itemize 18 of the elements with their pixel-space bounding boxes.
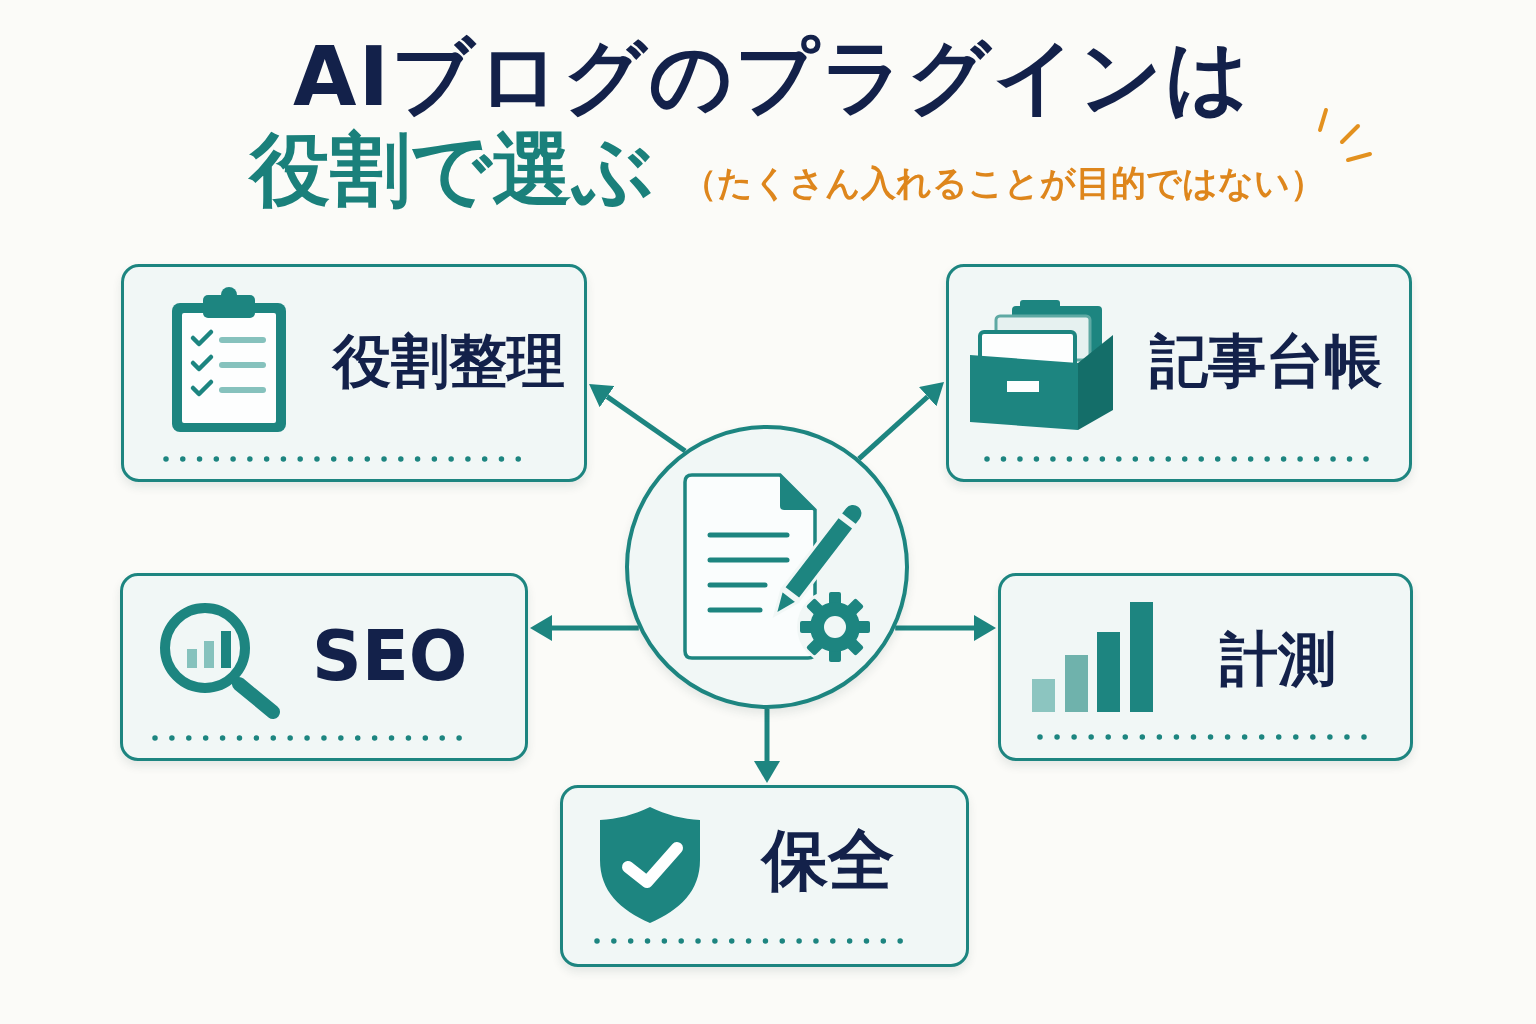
- category-label: 保全: [762, 828, 894, 894]
- arrow: [895, 615, 996, 641]
- arrow: [857, 381, 945, 461]
- category-label: 記事台帳: [1150, 332, 1382, 390]
- category-box: [946, 264, 1412, 482]
- title: AIブログのプラグインは: [293, 36, 1251, 118]
- note-text: （たくさん入れることが目的ではない）: [682, 166, 1325, 201]
- arrow: [754, 709, 780, 783]
- subtitle: 役割で選ぶ: [250, 130, 654, 210]
- arrow: [530, 615, 639, 641]
- category-box: [998, 573, 1413, 761]
- category-label: 計測: [1220, 630, 1336, 688]
- category-box: [560, 785, 969, 967]
- category-box: [120, 573, 528, 761]
- arrow: [589, 384, 687, 454]
- category-box: [121, 264, 587, 482]
- category-label: 役割整理: [333, 332, 565, 390]
- category-label: SEO: [312, 622, 468, 691]
